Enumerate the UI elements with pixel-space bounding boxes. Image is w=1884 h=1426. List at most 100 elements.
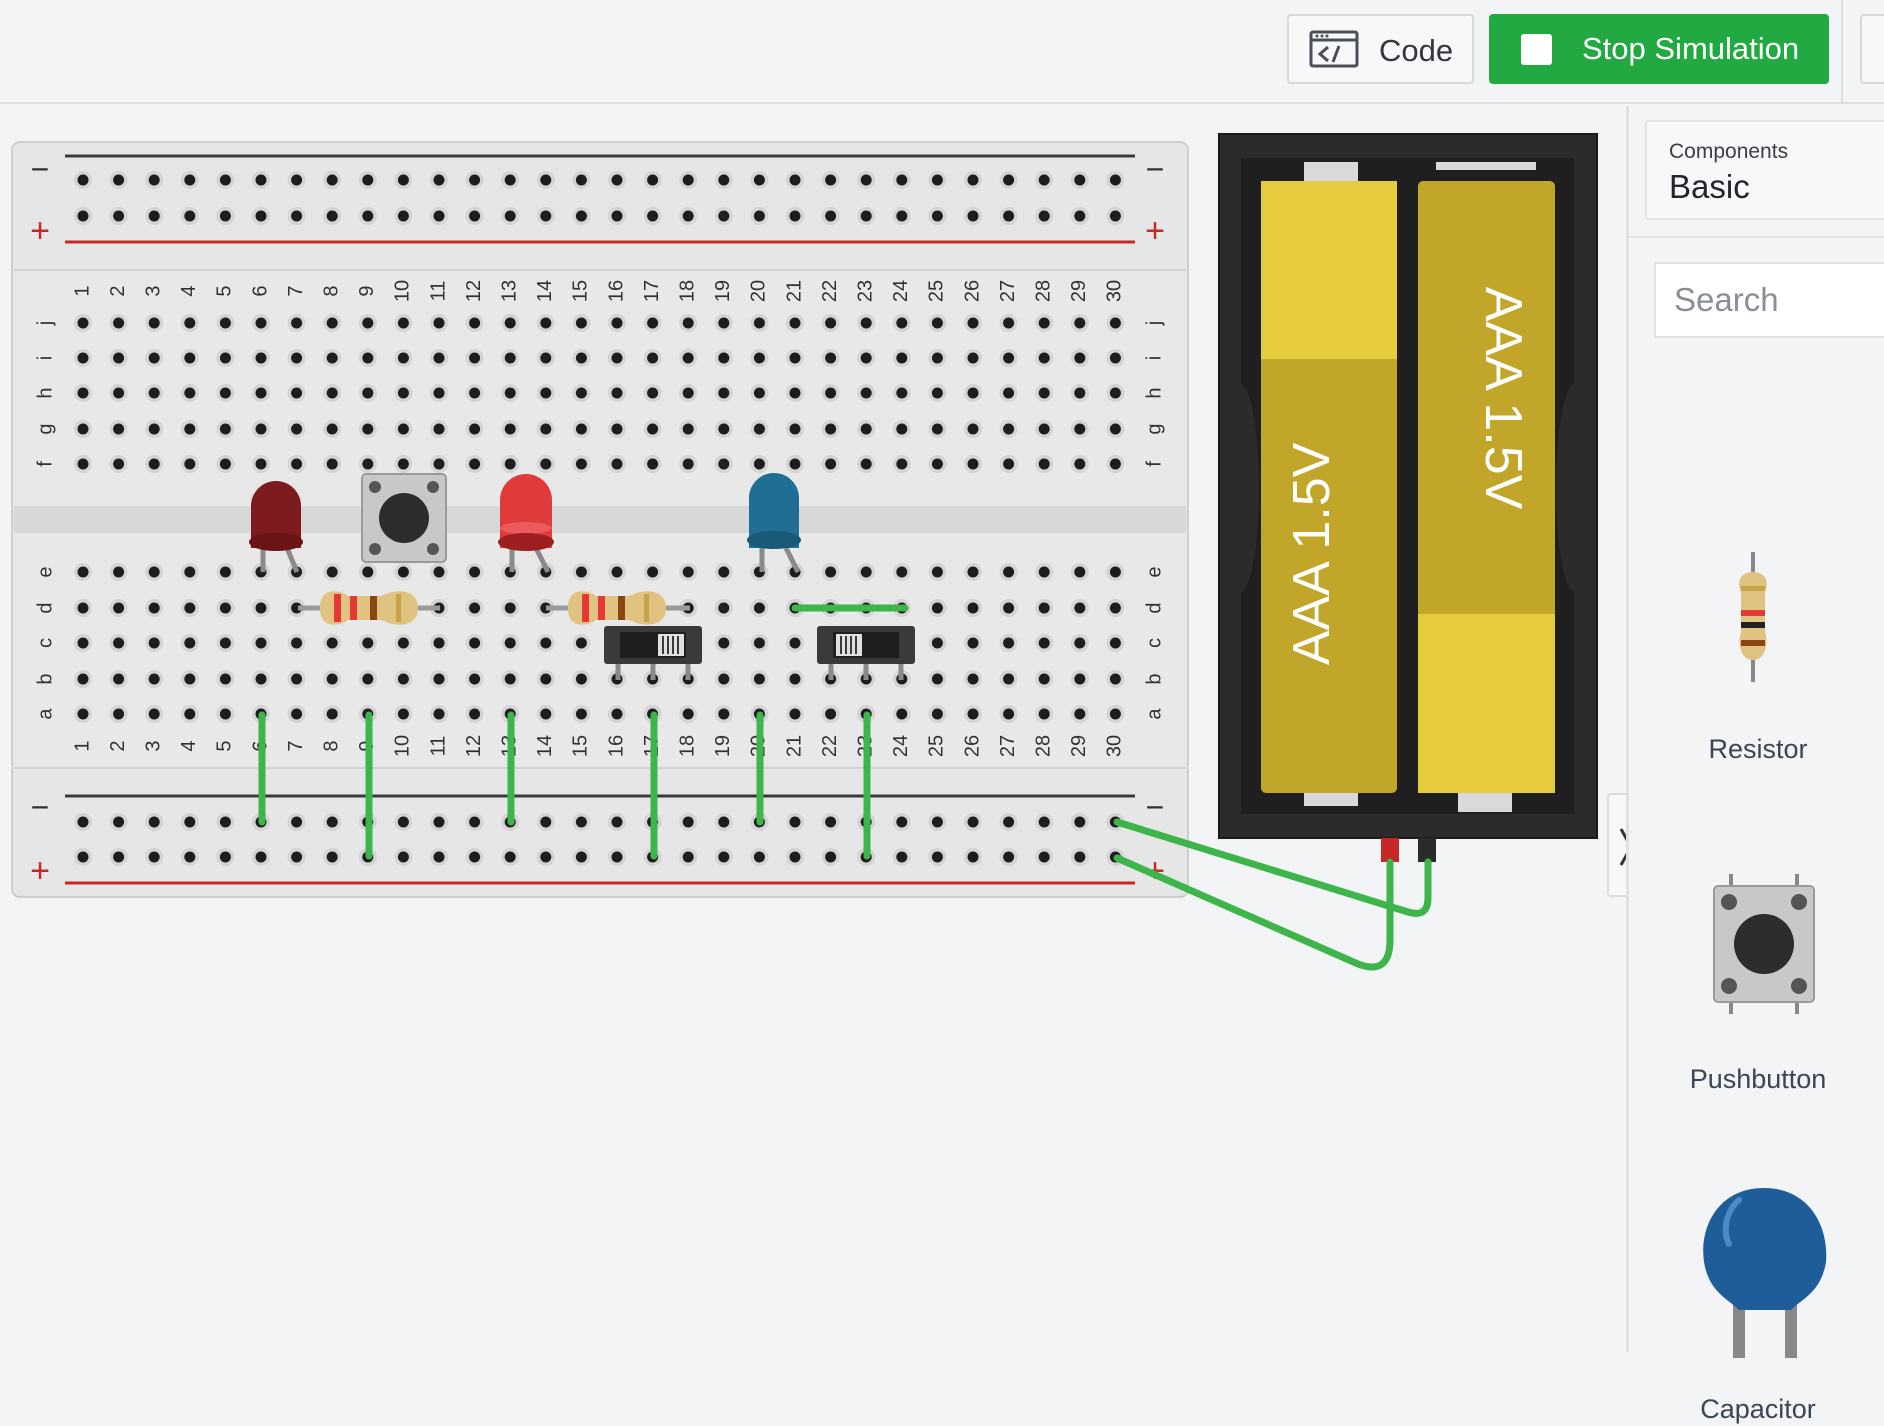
circuit-workspace[interactable]: − − + + − − + + 112233445566778899101011… [0, 0, 1884, 1352]
breadboard-label: e [1143, 566, 1165, 577]
breadboard-hole-center [433, 174, 445, 186]
breadboard-hole-center [896, 317, 908, 329]
toolbar-overflow-button[interactable] [1860, 14, 1884, 84]
breadboard-label: 5 [214, 285, 236, 296]
breadboard-hole-center [148, 174, 160, 186]
breadboard-hole-center [1038, 458, 1050, 470]
breadboard-hole-center [113, 210, 125, 222]
breadboard-hole-center [1038, 816, 1050, 828]
breadboard-hole-center [1003, 566, 1015, 578]
components-panel: Components Basic Resistor Pushbutton [1626, 106, 1884, 1424]
breadboard-label: f [34, 461, 56, 467]
resistor-2[interactable] [546, 591, 690, 625]
breadboard-hole-center [433, 387, 445, 399]
breadboard-hole-center [77, 174, 89, 186]
battery-wires[interactable] [1113, 818, 1432, 971]
resistor-1[interactable] [298, 591, 440, 625]
breadboard-hole-center [860, 210, 872, 222]
slide-switch-1[interactable] [604, 626, 702, 680]
breadboard-hole-center [753, 602, 765, 614]
breadboard-hole-center [575, 174, 587, 186]
breadboard-hole-center [540, 673, 552, 685]
code-button[interactable]: Code [1287, 14, 1474, 84]
breadboard-label: 8 [320, 740, 342, 751]
slide-switch-2[interactable] [817, 626, 915, 680]
breadboard-label: h [34, 387, 56, 398]
breadboard-hole-center [789, 387, 801, 399]
breadboard-hole-center [362, 423, 374, 435]
breadboard-hole-center [540, 174, 552, 186]
breadboard-hole-center [291, 352, 303, 364]
breadboard-hole-center [1074, 352, 1086, 364]
breadboard-hole-center [718, 708, 730, 720]
breadboard-hole-center [931, 387, 943, 399]
breadboard-hole-center [148, 673, 160, 685]
rail-minus-label: − [1146, 151, 1165, 187]
breadboard-label: 21 [783, 280, 805, 302]
led-dark-red[interactable] [249, 481, 303, 573]
component-category-selector[interactable]: Components Basic [1645, 120, 1884, 220]
component-search-input[interactable] [1654, 262, 1884, 338]
breadboard-hole-center [326, 708, 338, 720]
breadboard-hole-center [255, 458, 267, 470]
breadboard-hole-center [433, 637, 445, 649]
breadboard-hole-center [113, 458, 125, 470]
breadboard-hole-center [825, 352, 837, 364]
led-red[interactable] [498, 474, 554, 574]
breadboard-hole-center [789, 637, 801, 649]
component-item-pushbutton[interactable]: Pushbutton [1629, 766, 1884, 1096]
breadboard-hole-center [753, 637, 765, 649]
breadboard-hole-center [362, 387, 374, 399]
led-blue[interactable] [747, 473, 801, 574]
breadboard-hole-center [896, 851, 908, 863]
breadboard-hole-center [1038, 708, 1050, 720]
breadboard-hole-center [967, 352, 979, 364]
breadboard-hole-center [397, 816, 409, 828]
breadboard-hole-center [967, 673, 979, 685]
pushbutton-component[interactable] [361, 473, 447, 563]
breadboard-hole-center [718, 566, 730, 578]
breadboard-label: 6 [249, 285, 271, 296]
breadboard-label: 16 [605, 280, 627, 302]
battery-holder[interactable]: AAA 1.5V AAA 1.5V [1218, 133, 1598, 862]
stop-simulation-button[interactable]: Stop Simulation [1489, 14, 1829, 84]
breadboard-label: 11 [427, 736, 449, 757]
breadboard-hole-center [1003, 708, 1015, 720]
breadboard-hole-center [219, 458, 231, 470]
breadboard-label: 28 [1032, 735, 1054, 757]
breadboard-hole-center [931, 352, 943, 364]
breadboard-hole-center [1003, 352, 1015, 364]
breadboard-hole-center [433, 210, 445, 222]
breadboard-hole-center [647, 174, 659, 186]
breadboard-hole-center [255, 174, 267, 186]
breadboard-hole-center [184, 566, 196, 578]
breadboard-hole-center [647, 566, 659, 578]
rail-wires[interactable] [258, 711, 871, 860]
rail-minus-label: − [31, 151, 50, 187]
breadboard-hole-center [184, 423, 196, 435]
breadboard-hole-center [967, 174, 979, 186]
breadboard-hole-center [255, 387, 267, 399]
breadboard-hole-center [77, 637, 89, 649]
breadboard-hole-center [682, 816, 694, 828]
breadboard-hole-center [825, 851, 837, 863]
breadboard-hole-center [326, 174, 338, 186]
breadboard-hole-center [789, 851, 801, 863]
breadboard-hole-center [77, 602, 89, 614]
breadboard-hole-center [219, 352, 231, 364]
breadboard-hole-center [184, 174, 196, 186]
breadboard-hole-center [113, 317, 125, 329]
component-item-capacitor[interactable]: Capacitor [1629, 1096, 1884, 1426]
breadboard-hole-center [504, 352, 516, 364]
component-item-resistor[interactable]: Resistor [1629, 436, 1884, 766]
breadboard-hole-center [362, 210, 374, 222]
breadboard-label: c [1143, 638, 1165, 648]
breadboard-hole-center [1074, 602, 1086, 614]
breadboard-hole-center [931, 174, 943, 186]
breadboard-hole-center [1038, 210, 1050, 222]
breadboard-label: j [1143, 321, 1165, 326]
breadboard-hole-center [1038, 174, 1050, 186]
breadboard-hole-center [1038, 387, 1050, 399]
breadboard-label: 26 [961, 735, 983, 757]
breadboard-hole-center [825, 174, 837, 186]
